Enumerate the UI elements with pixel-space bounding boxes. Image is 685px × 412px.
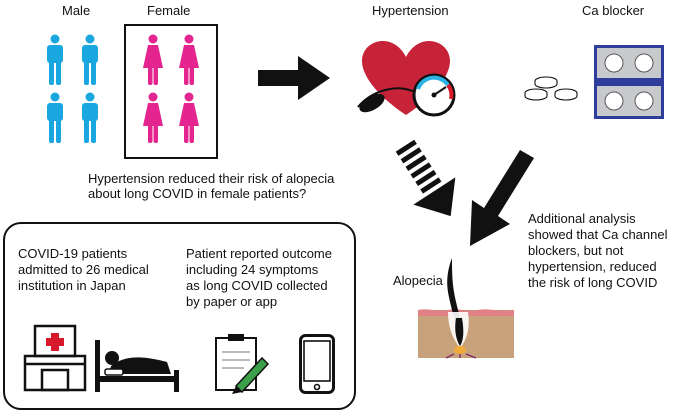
female-icon: [143, 92, 163, 143]
male-icon: [82, 92, 98, 143]
conclusion-line-3: blockers, but not: [528, 243, 624, 258]
header-ca-blocker: Ca blocker: [582, 3, 645, 18]
header-female: Female: [147, 3, 191, 18]
outcome-line-2: including 24 symptoms: [186, 262, 319, 277]
patients-line-3: institution in Japan: [18, 278, 126, 293]
right-arrow-icon: [258, 56, 330, 100]
dashed-arrow-icon: [395, 139, 456, 217]
patients-line-2: admitted to 26 medical: [18, 262, 149, 277]
question-line-2: about long COVID in female patients?: [88, 186, 307, 201]
outcome-line-1: Patient reported outcome: [186, 246, 332, 261]
female-icon: [179, 92, 199, 143]
header-hypertension: Hypertension: [372, 3, 449, 18]
patients-line-1: COVID-19 patients: [18, 246, 128, 261]
male-icon: [47, 34, 63, 85]
male-icon: [82, 34, 98, 85]
bed-icon: [95, 340, 179, 392]
heart-gauge-icon: [357, 41, 456, 117]
hair-follicle-icon: [418, 258, 514, 359]
conclusion-line-4: hypertension, reduced: [528, 259, 657, 274]
question-line-1: Hypertension reduced their risk of alope…: [88, 171, 335, 186]
outcome-line-3: as long COVID collected: [186, 278, 328, 293]
female-icon: [143, 34, 163, 85]
hospital-icon: [23, 324, 87, 392]
male-icon: [47, 92, 63, 143]
blister-pack-icon: [594, 45, 664, 119]
conclusion-line-2: showed that Ca channel: [528, 227, 668, 242]
alopecia-label: Alopecia: [393, 273, 443, 288]
clipboard-icon: [215, 334, 270, 394]
smartphone-icon: [299, 334, 335, 394]
study-box: [3, 222, 356, 410]
female-icon: [179, 34, 199, 85]
header-male: Male: [62, 3, 91, 18]
outcome-line-4: by paper or app: [186, 294, 278, 309]
solid-arrow-icon: [470, 150, 534, 246]
pills-icon: [524, 76, 578, 101]
female-box: [124, 24, 218, 159]
conclusion-line-1: Additional analysis: [528, 211, 636, 226]
conclusion-line-5: the risk of long COVID: [528, 275, 658, 290]
